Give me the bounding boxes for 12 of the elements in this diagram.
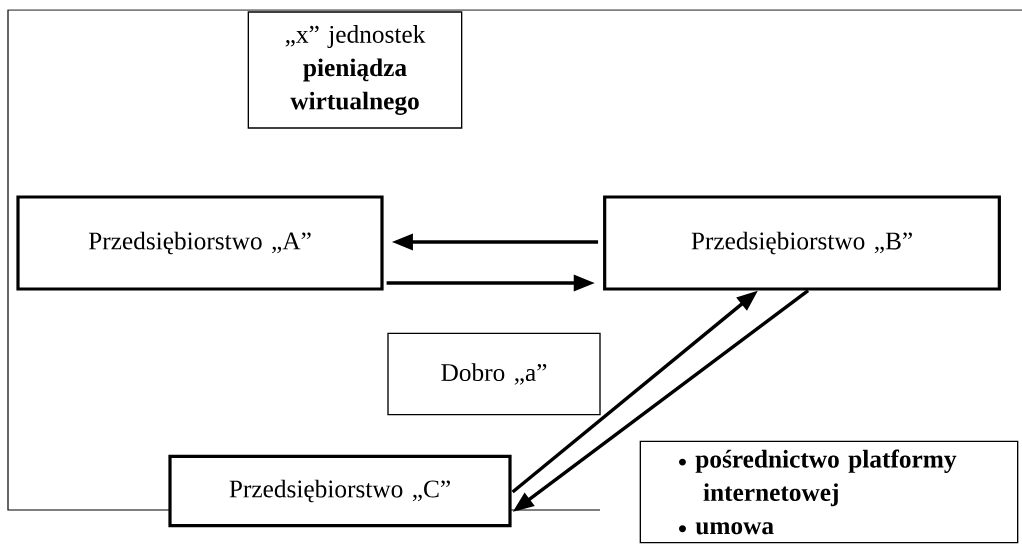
- company-box: [603, 195, 1001, 291]
- note-box: [639, 440, 1019, 544]
- company-box: [168, 454, 512, 528]
- label-box: [387, 332, 601, 416]
- company-box: [16, 195, 384, 291]
- box-text: Przedsiębiorstwo „A”: [88, 231, 311, 255]
- box-text: „x” jednostek pieniądza wirtualnego: [285, 25, 426, 115]
- label-box: [247, 11, 463, 129]
- list-item: umowa: [695, 522, 774, 535]
- box-text: Przedsiębiorstwo „C”: [229, 479, 450, 503]
- box-text: Przedsiębiorstwo „B”: [691, 231, 912, 255]
- box-text: Dobro „a”: [441, 363, 547, 385]
